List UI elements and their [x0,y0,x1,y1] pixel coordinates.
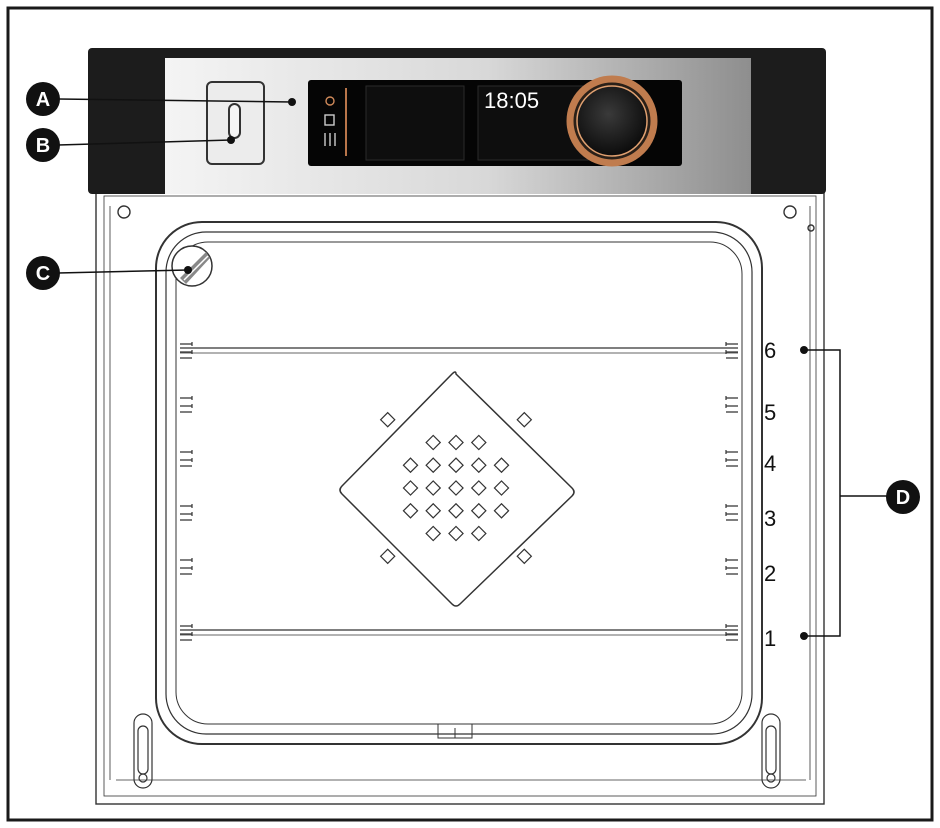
oven-cavity [155,221,763,745]
hinge-right [761,713,781,789]
shelf-runner-hook [180,342,193,359]
oven-light [171,245,213,287]
shelf-runner-hook [180,624,193,641]
door-open-button[interactable] [206,81,265,165]
shelf-runners [180,342,738,641]
shelf-level-3: 3 [764,506,776,531]
mode-icons [324,96,336,146]
callout-a: A [26,82,60,116]
grid-hole [425,502,442,519]
shelf-level-labels: 6 5 4 3 2 1 [764,338,776,651]
diamond-grid-icon [339,371,575,607]
shelf-runner-hook [725,558,738,575]
shelf-runner-hook [725,342,738,359]
shelf-runner-hook [180,504,193,521]
shelf-runner-hook [725,624,738,641]
callout-b: B [26,128,60,162]
shelf-runner-hook [180,450,193,467]
grid-hole [402,457,419,474]
grid-hole [470,525,487,542]
grid-hole [379,411,396,428]
svg-text:A: A [36,89,50,111]
grid-hole [493,480,510,496]
rack-rail-top [180,347,738,354]
shelf-runner-hook [725,504,738,521]
grid-hole [516,548,533,565]
grid-hole [470,434,487,451]
leader-lines [57,98,888,637]
grid-hole [402,480,419,496]
shelf-runner-hook [725,450,738,467]
shelf-runner-hook [725,396,738,413]
shelf-level-6: 6 [764,338,776,363]
svg-text:D: D [896,487,910,509]
rack-rail-bottom [180,629,738,636]
grid-hole [470,480,487,496]
grid-hole [425,457,442,474]
grid-hole [470,502,487,519]
clock-time: 18:05 [484,88,539,113]
knob-icon[interactable] [566,75,658,167]
grid-hole [425,434,442,451]
shelf-level-1: 1 [764,626,776,651]
shelf-runner-hook [180,558,193,575]
shelf-level-2: 2 [764,561,776,586]
grid-hole [425,480,442,496]
grid-hole [448,525,464,542]
grid-hole [448,434,464,451]
grid-hole [493,502,510,519]
shelf-level-5: 5 [764,400,776,425]
grid-hole [379,548,396,565]
shelf-level-4: 4 [764,451,776,476]
grid-hole [493,457,510,474]
grid-hole [470,457,487,474]
leader-dots [184,98,808,640]
grid-hole [425,525,442,542]
grid-hole [448,480,464,496]
svg-text:B: B [36,135,50,157]
shelf-runner-hook [180,396,193,413]
grid-hole [448,457,464,474]
callout-c: C [26,256,60,290]
callout-d: D [886,480,920,514]
grid-hole [402,502,419,519]
grid-hole [448,502,464,519]
hinge-left [133,713,153,789]
display-window-left [365,85,465,161]
grid-hole [516,411,533,428]
svg-text:C: C [36,263,50,285]
